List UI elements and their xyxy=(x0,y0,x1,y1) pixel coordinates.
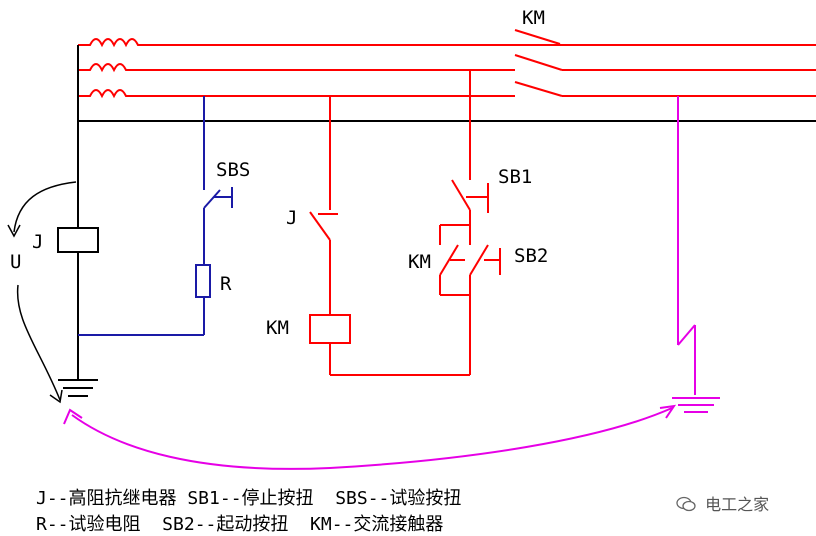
fault-return-head-left xyxy=(63,408,83,425)
sb1-contact-blade xyxy=(451,179,471,211)
wechat-icon xyxy=(676,496,696,512)
voltage-arrow-bottom xyxy=(16,284,61,401)
watermark: 电工之家 xyxy=(676,491,769,515)
neutral-lines xyxy=(7,45,816,404)
label-sbs: SBS xyxy=(216,159,250,181)
voltage-arrow-top-head xyxy=(7,224,21,238)
km-coil xyxy=(309,314,351,344)
label-km-contact: KM xyxy=(408,251,431,273)
label-u: U xyxy=(10,251,21,273)
control-circuit xyxy=(309,70,501,376)
km-main-contact-b-tilt xyxy=(514,54,563,71)
watermark-text: 电工之家 xyxy=(705,495,770,514)
sbs-contact-blade xyxy=(203,189,221,209)
j-contact-blade xyxy=(309,211,331,241)
legend-line-2: R--试验电阻 SB2--起动按扭 KM--交流接触器 xyxy=(36,514,444,535)
label-sb1: SB1 xyxy=(498,166,532,188)
label-sb2: SB2 xyxy=(514,245,548,267)
label-r: R xyxy=(220,273,232,295)
label-km-coil: KM xyxy=(266,317,289,339)
phase-c-coil xyxy=(78,89,138,99)
fault-return-head-right xyxy=(659,404,677,419)
km-main-contact-c-tilt xyxy=(514,81,563,97)
phase-lines xyxy=(78,29,816,99)
label-km-top: KM xyxy=(522,7,545,29)
km-aux-blade xyxy=(439,244,459,276)
phase-a-coil xyxy=(78,38,145,48)
fault-break-1 xyxy=(677,324,696,346)
fault-path xyxy=(63,96,720,470)
test-resistor xyxy=(195,264,211,298)
sb2-blade xyxy=(469,244,489,276)
label-j-relay: J xyxy=(32,231,43,253)
relay-j-coil xyxy=(57,227,99,253)
legend-line-1: J--高阻抗继电器 SB1--停止按扭 SBS--试验按扭 xyxy=(36,488,462,509)
km-main-contact-a-tilt xyxy=(514,29,561,45)
phase-b-coil xyxy=(78,63,140,73)
voltage-arrow-bottom-head xyxy=(49,389,63,404)
test-circuit xyxy=(78,96,233,336)
voltage-arrow-top xyxy=(13,181,77,233)
fault-return-curve xyxy=(71,407,673,470)
label-j-contact: J xyxy=(286,207,297,229)
